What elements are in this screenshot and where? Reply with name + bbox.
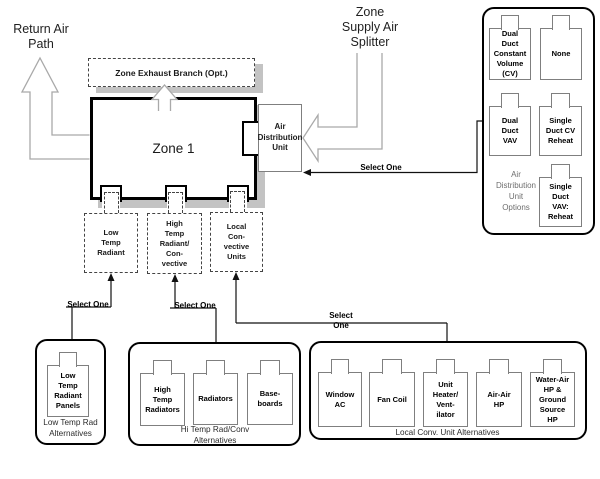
local-select-line [235,279,448,341]
high-temp-arrowhead [171,274,179,282]
select-one-label-local: Select One [329,311,353,330]
option-label: Unit Heater/ Vent- ilator [432,379,459,419]
zone-exhaust-branch-box[interactable]: Zone Exhaust Branch (Opt.) [88,58,255,87]
zone-label: Zone 1 [152,141,195,156]
select-one-label-high-temp: Select One [174,301,216,310]
option-label: Window AC [325,389,355,409]
option-dual-duct-vav[interactable]: Dual Duct VAV [489,93,531,156]
adu-select-arrowhead [303,169,311,176]
zone-exhaust-branch-label: Zone Exhaust Branch (Opt.) [115,67,228,78]
return-air-path-label: Return Air Path [13,22,69,51]
option-baseboards[interactable]: Base- boards [247,360,293,425]
adu-label: Air Distribution Unit [257,122,303,153]
option-air-air-hp[interactable]: Air-Air HP [476,359,522,427]
option-label: Radiators [198,394,233,403]
option-single-duct-cv-reheat[interactable]: Single Duct CV Reheat [539,93,582,156]
option-label: Base- boards [257,389,283,408]
select-one-label-adu: Select One [360,163,402,172]
connection-label: High Temp Radiant/ Con- vective [159,218,190,268]
option-label: Air-Air HP [487,389,511,409]
connector-tab-1 [104,192,119,213]
connector-tab-2 [168,192,183,213]
option-fan-coil[interactable]: Fan Coil [369,359,415,427]
caption-local-conv-unit-alternatives: Local Conv. Unit Alternatives [395,428,500,437]
option-window-ac[interactable]: Window AC [318,359,362,427]
option-label: Single Duct CV Reheat [545,116,576,145]
local-arrowhead [232,272,240,280]
connection-high-temp-radiant-convective[interactable]: High Temp Radiant/ Con- vective [147,213,202,274]
zone-supply-air-splitter-label: Zone Supply Air Splitter [341,5,399,49]
option-label: Dual Duct Constant Volume (CV) [493,29,527,78]
option-label: Single Duct VAV: Reheat [547,182,573,221]
option-none[interactable]: None [540,15,582,80]
low-temp-arrowhead [107,273,115,281]
connection-local-convective-units[interactable]: Local Con- vective Units [210,212,263,272]
option-dual-duct-constant-volume-cv[interactable]: Dual Duct Constant Volume (CV) [489,15,531,80]
option-low-temp-radiant-panels[interactable]: Low Temp Radiant Panels [47,352,89,417]
connection-label: Low Temp Radiant [97,228,125,257]
option-radiators[interactable]: Radiators [193,360,238,425]
select-one-label-low-temp: Select One [67,300,109,309]
supply-air-arrow [302,53,383,164]
option-water-air-hp-ground-source-hp[interactable]: Water-Air HP & Ground Source HP [530,359,575,427]
option-label: Low Temp Radiant Panels [54,371,82,410]
caption-hi-temp-rad-conv-alternatives: Hi Temp Rad/Conv Alternatives [180,425,250,445]
zone-socket-right [242,121,259,156]
option-high-temp-radiators[interactable]: High Temp Radiators [140,360,185,426]
option-label: Water-Air HP & Ground Source HP [535,374,570,424]
return-air-arrow [20,56,90,160]
connection-label: Local Con- vective Units [223,222,250,261]
option-label: Dual Duct VAV [501,116,519,145]
connection-low-temp-radiant[interactable]: Low Temp Radiant [84,213,138,273]
adu-options-caption: Air Distribution Unit Options [495,170,536,212]
air-distribution-unit-box[interactable]: Air Distribution Unit [258,104,302,172]
option-single-duct-vav-reheat[interactable]: Single Duct VAV: Reheat [539,164,582,227]
connector-tab-3 [230,191,245,212]
option-unit-heater-ventilator[interactable]: Unit Heater/ Vent- ilator [423,359,468,427]
caption-low-temp-rad-alternatives: Low Temp Rad Alternatives [43,418,98,438]
option-label: Fan Coil [377,394,407,404]
high-temp-select-line [170,281,217,342]
option-label: High Temp Radiators [145,384,180,414]
option-label: None [551,49,571,58]
